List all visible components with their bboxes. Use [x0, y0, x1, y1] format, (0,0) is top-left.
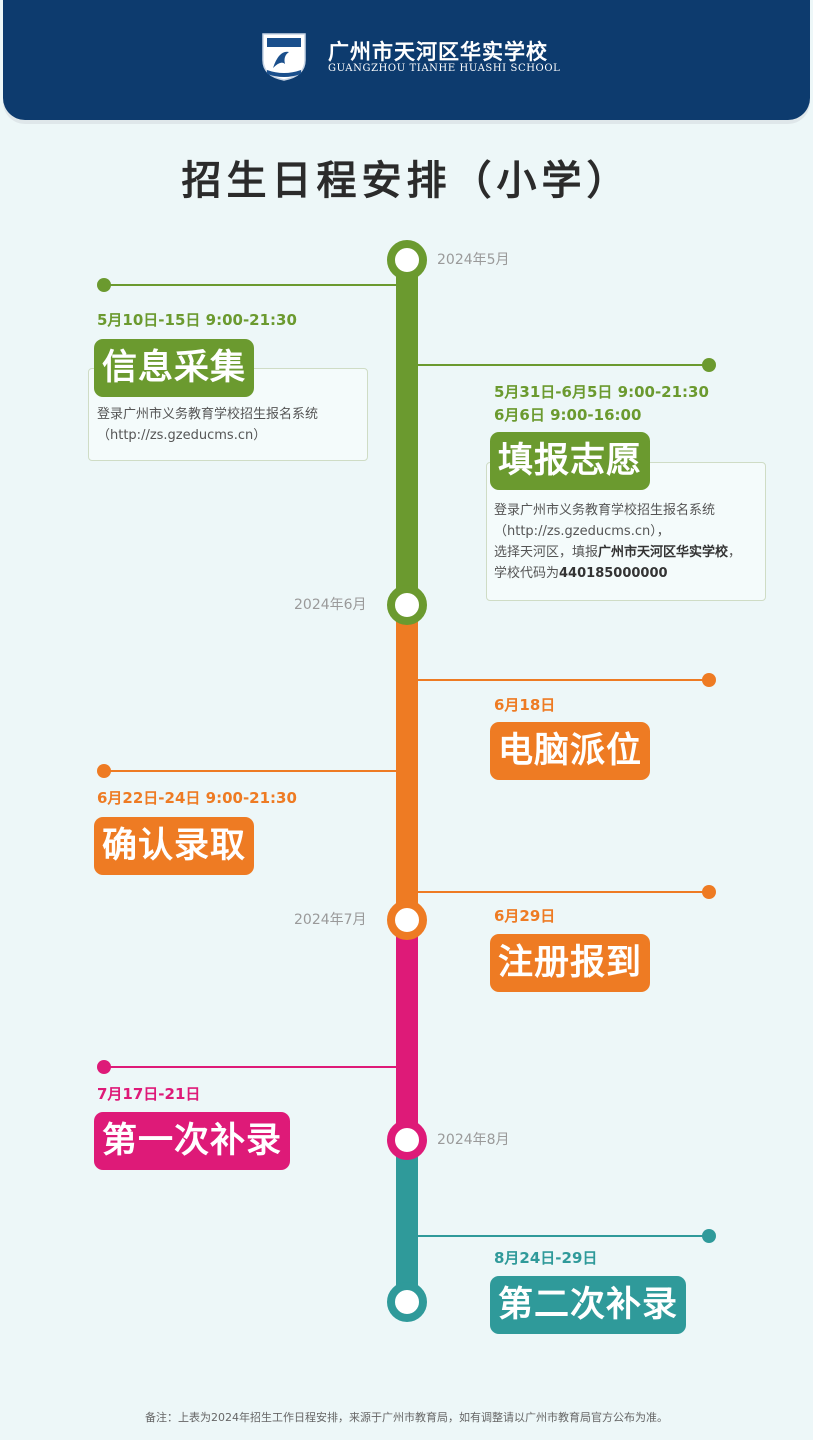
month-label-may: 2024年5月: [437, 252, 510, 268]
month-label-june: 2024年6月: [294, 597, 367, 613]
event-date: 7月17日-21日: [97, 1085, 201, 1103]
timeline-node-may: [387, 240, 427, 280]
event-date: 6月18日: [494, 696, 556, 714]
connector-line: [418, 1235, 710, 1237]
event-date: 6月29日: [494, 907, 556, 925]
timeline-node-june: [387, 585, 427, 625]
event-label-registration: 注册报到: [490, 934, 651, 992]
timeline-segment-june: [396, 603, 418, 918]
school-name-en: GUANGZHOU TIANHE HUASHI SCHOOL: [328, 63, 561, 74]
connector-dot: [702, 1229, 716, 1243]
event-date: 6月6日 9:00-16:00: [494, 406, 642, 424]
event-date: 6月22日-24日 9:00-21:30: [97, 789, 297, 807]
timeline-segment-july: [396, 918, 418, 1138]
month-label-august: 2024年8月: [437, 1132, 510, 1148]
connector-line: [104, 770, 398, 772]
event-label-first-supplementary: 第一次补录: [94, 1112, 291, 1170]
event-date: 5月31日-6月5日 9:00-21:30: [494, 383, 709, 401]
timeline-node-august: [387, 1120, 427, 1160]
timeline-segment-august: [396, 1138, 418, 1300]
page-title: 招生日程安排（小学）: [181, 158, 632, 204]
timeline-node-end: [387, 1282, 427, 1322]
timeline-segment-may: [396, 258, 418, 603]
school-name-cn: 广州市天河区华实学校: [328, 39, 548, 64]
event-label-confirm-admission: 确认录取: [94, 817, 255, 875]
event-date: 8月24日-29日: [494, 1249, 598, 1267]
connector-dot: [702, 885, 716, 899]
connector-dot: [97, 1060, 111, 1074]
connector-line: [104, 284, 398, 286]
event-label-computer-allocation: 电脑派位: [490, 722, 651, 780]
connector-line: [418, 891, 710, 893]
connector-line: [104, 1066, 398, 1068]
event-label-fill-preference: 填报志愿: [490, 432, 651, 490]
event-label-second-supplementary: 第二次补录: [490, 1276, 687, 1334]
connector-dot: [702, 358, 716, 372]
school-header: 广州市天河区华实学校 GUANGZHOU TIANHE HUASHI SCHOO…: [3, 0, 810, 120]
connector-line: [418, 679, 710, 681]
connector-dot: [97, 764, 111, 778]
month-label-july: 2024年7月: [294, 912, 367, 928]
event-description: 登录广州市义务教育学校招生报名系统 （http://zs.gzeducms.cn…: [494, 503, 742, 581]
timeline-node-july: [387, 900, 427, 940]
event-label-info-collection: 信息采集: [94, 339, 255, 397]
school-logo-icon: [262, 33, 306, 81]
connector-dot: [97, 278, 111, 292]
connector-dot: [702, 673, 716, 687]
event-description: 登录广州市义务教育学校招生报名系统 （http://zs.gzeducms.cn…: [97, 407, 319, 443]
event-date: 5月10日-15日 9:00-21:30: [97, 311, 297, 329]
footnote: 备注：上表为2024年招生工作日程安排，来源于广州市教育局，如有调整请以广州市教…: [145, 1411, 668, 1424]
connector-line: [418, 364, 710, 366]
